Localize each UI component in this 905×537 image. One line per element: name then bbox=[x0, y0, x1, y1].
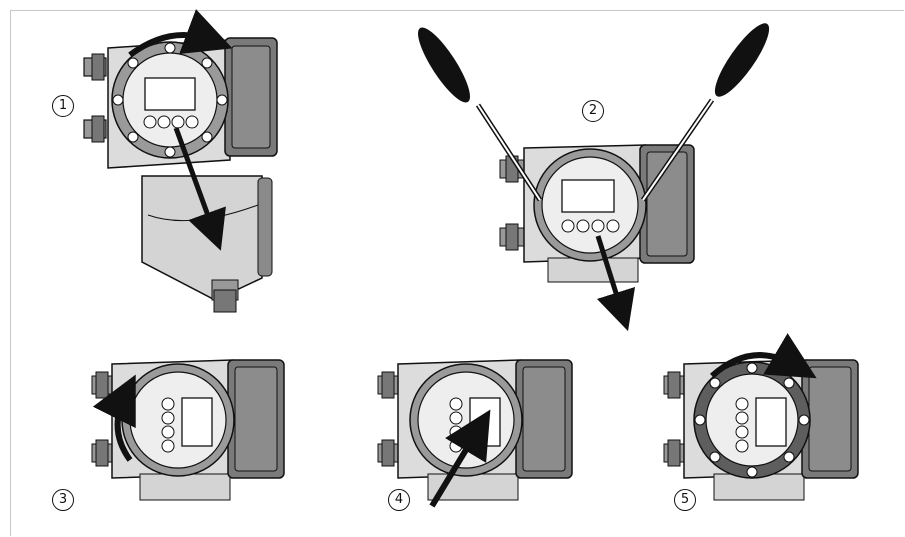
tighten-arrow-icon bbox=[709, 333, 817, 379]
cable-gland-icon bbox=[499, 223, 525, 251]
step2-device bbox=[418, 23, 770, 332]
step-number-1: 1 bbox=[52, 92, 74, 117]
rotate-arrow-icon bbox=[128, 9, 233, 58]
cable-gland-icon bbox=[211, 279, 239, 313]
cable-gland-icon bbox=[91, 371, 115, 399]
cable-gland-icon bbox=[663, 439, 687, 467]
step4-device bbox=[377, 359, 573, 508]
remove-arrow-icon bbox=[173, 127, 226, 251]
cable-gland-icon bbox=[91, 439, 115, 467]
step-number-5: 5 bbox=[674, 486, 696, 511]
step-number-2: 2 bbox=[582, 97, 604, 122]
pull-arrow-icon bbox=[595, 235, 636, 332]
step5-device bbox=[663, 333, 859, 501]
screwdriver-icon bbox=[418, 27, 543, 202]
cable-gland-icon bbox=[377, 371, 401, 399]
cable-gland-icon bbox=[83, 115, 107, 143]
step-number-3: 3 bbox=[52, 486, 74, 511]
step3-device bbox=[91, 359, 285, 501]
cable-gland-icon bbox=[663, 371, 687, 399]
insert-arrow-icon bbox=[429, 409, 491, 508]
step-number-4: 4 bbox=[388, 486, 410, 511]
cable-gland-icon bbox=[83, 53, 107, 81]
cable-gland-icon bbox=[377, 439, 401, 467]
figure-frame bbox=[10, 10, 904, 536]
step1-device bbox=[83, 9, 278, 313]
screwdriver-icon bbox=[640, 23, 770, 202]
rotate-display-arrow-icon bbox=[92, 374, 136, 462]
